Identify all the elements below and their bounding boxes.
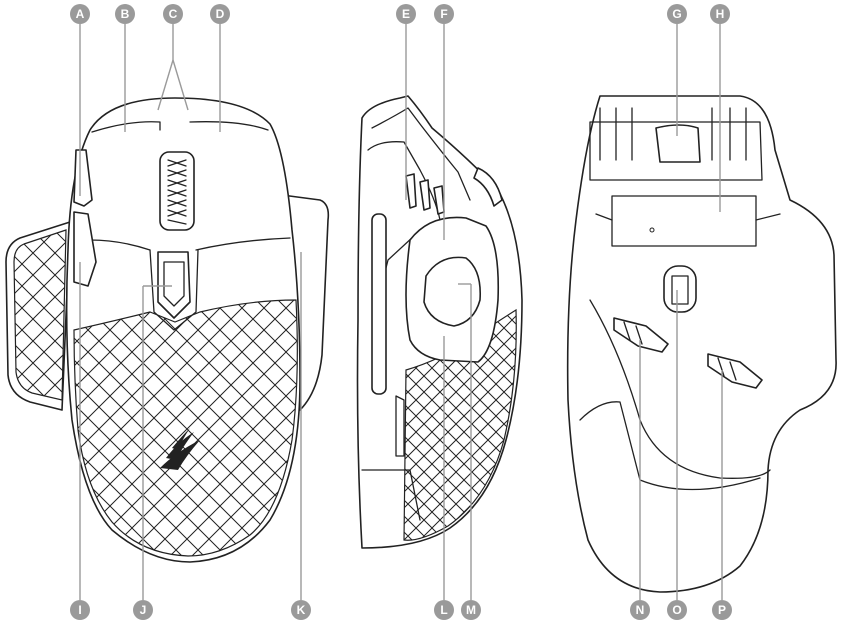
callout-a: A bbox=[70, 4, 90, 24]
callout-letter: D bbox=[216, 7, 225, 21]
callout-badge bbox=[210, 4, 230, 24]
callout-badge bbox=[710, 4, 730, 24]
callout-badge bbox=[712, 600, 732, 620]
callout-letter: M bbox=[466, 603, 476, 617]
callout-letter: J bbox=[140, 603, 147, 617]
callout-letter: K bbox=[297, 603, 306, 617]
callout-badge bbox=[133, 600, 153, 620]
callout-badge bbox=[630, 600, 650, 620]
callout-k: K bbox=[291, 600, 311, 620]
callout-badge bbox=[667, 600, 687, 620]
callout-letter: A bbox=[76, 7, 85, 21]
callout-m: M bbox=[461, 600, 481, 620]
callout-letter: H bbox=[716, 7, 725, 21]
callout-badges: A B C D E F G H I J K L M N O P bbox=[70, 4, 732, 620]
callout-letter: C bbox=[169, 7, 178, 21]
callout-letter: O bbox=[672, 603, 681, 617]
callout-badge bbox=[434, 4, 454, 24]
callout-letter: B bbox=[121, 7, 130, 21]
callout-badge bbox=[70, 600, 90, 620]
callout-h: H bbox=[710, 4, 730, 24]
callout-o: O bbox=[667, 600, 687, 620]
callout-letter: G bbox=[672, 7, 681, 21]
callout-badge bbox=[396, 4, 416, 24]
callout-letter: I bbox=[78, 603, 81, 617]
callout-badge bbox=[291, 600, 311, 620]
callout-f: F bbox=[434, 4, 454, 24]
bottom-body bbox=[566, 95, 837, 593]
callout-letter: N bbox=[636, 603, 645, 617]
callout-badge bbox=[667, 4, 687, 24]
callout-d: D bbox=[210, 4, 230, 24]
callout-letter: P bbox=[718, 603, 726, 617]
mouse-top-view bbox=[5, 97, 330, 563]
callout-g: G bbox=[667, 4, 687, 24]
callout-badge bbox=[115, 4, 135, 24]
callout-b: B bbox=[115, 4, 135, 24]
callout-letter: E bbox=[402, 7, 410, 21]
callout-c: C bbox=[163, 4, 183, 24]
callout-badge bbox=[461, 600, 481, 620]
callout-badge bbox=[163, 4, 183, 24]
mouse-side-view bbox=[356, 95, 523, 549]
mouse-bottom-view bbox=[566, 95, 837, 593]
callout-l: L bbox=[434, 600, 454, 620]
callout-n: N bbox=[630, 600, 650, 620]
callout-e: E bbox=[396, 4, 416, 24]
callout-badge bbox=[70, 4, 90, 24]
brand-logo-icon bbox=[160, 428, 200, 470]
callout-badge bbox=[434, 600, 454, 620]
leader-lines bbox=[79, 24, 723, 600]
callout-p: P bbox=[712, 600, 732, 620]
callout-letter: F bbox=[440, 7, 447, 21]
callout-j: J bbox=[133, 600, 153, 620]
callout-letter: L bbox=[440, 603, 447, 617]
callout-i: I bbox=[70, 600, 90, 620]
